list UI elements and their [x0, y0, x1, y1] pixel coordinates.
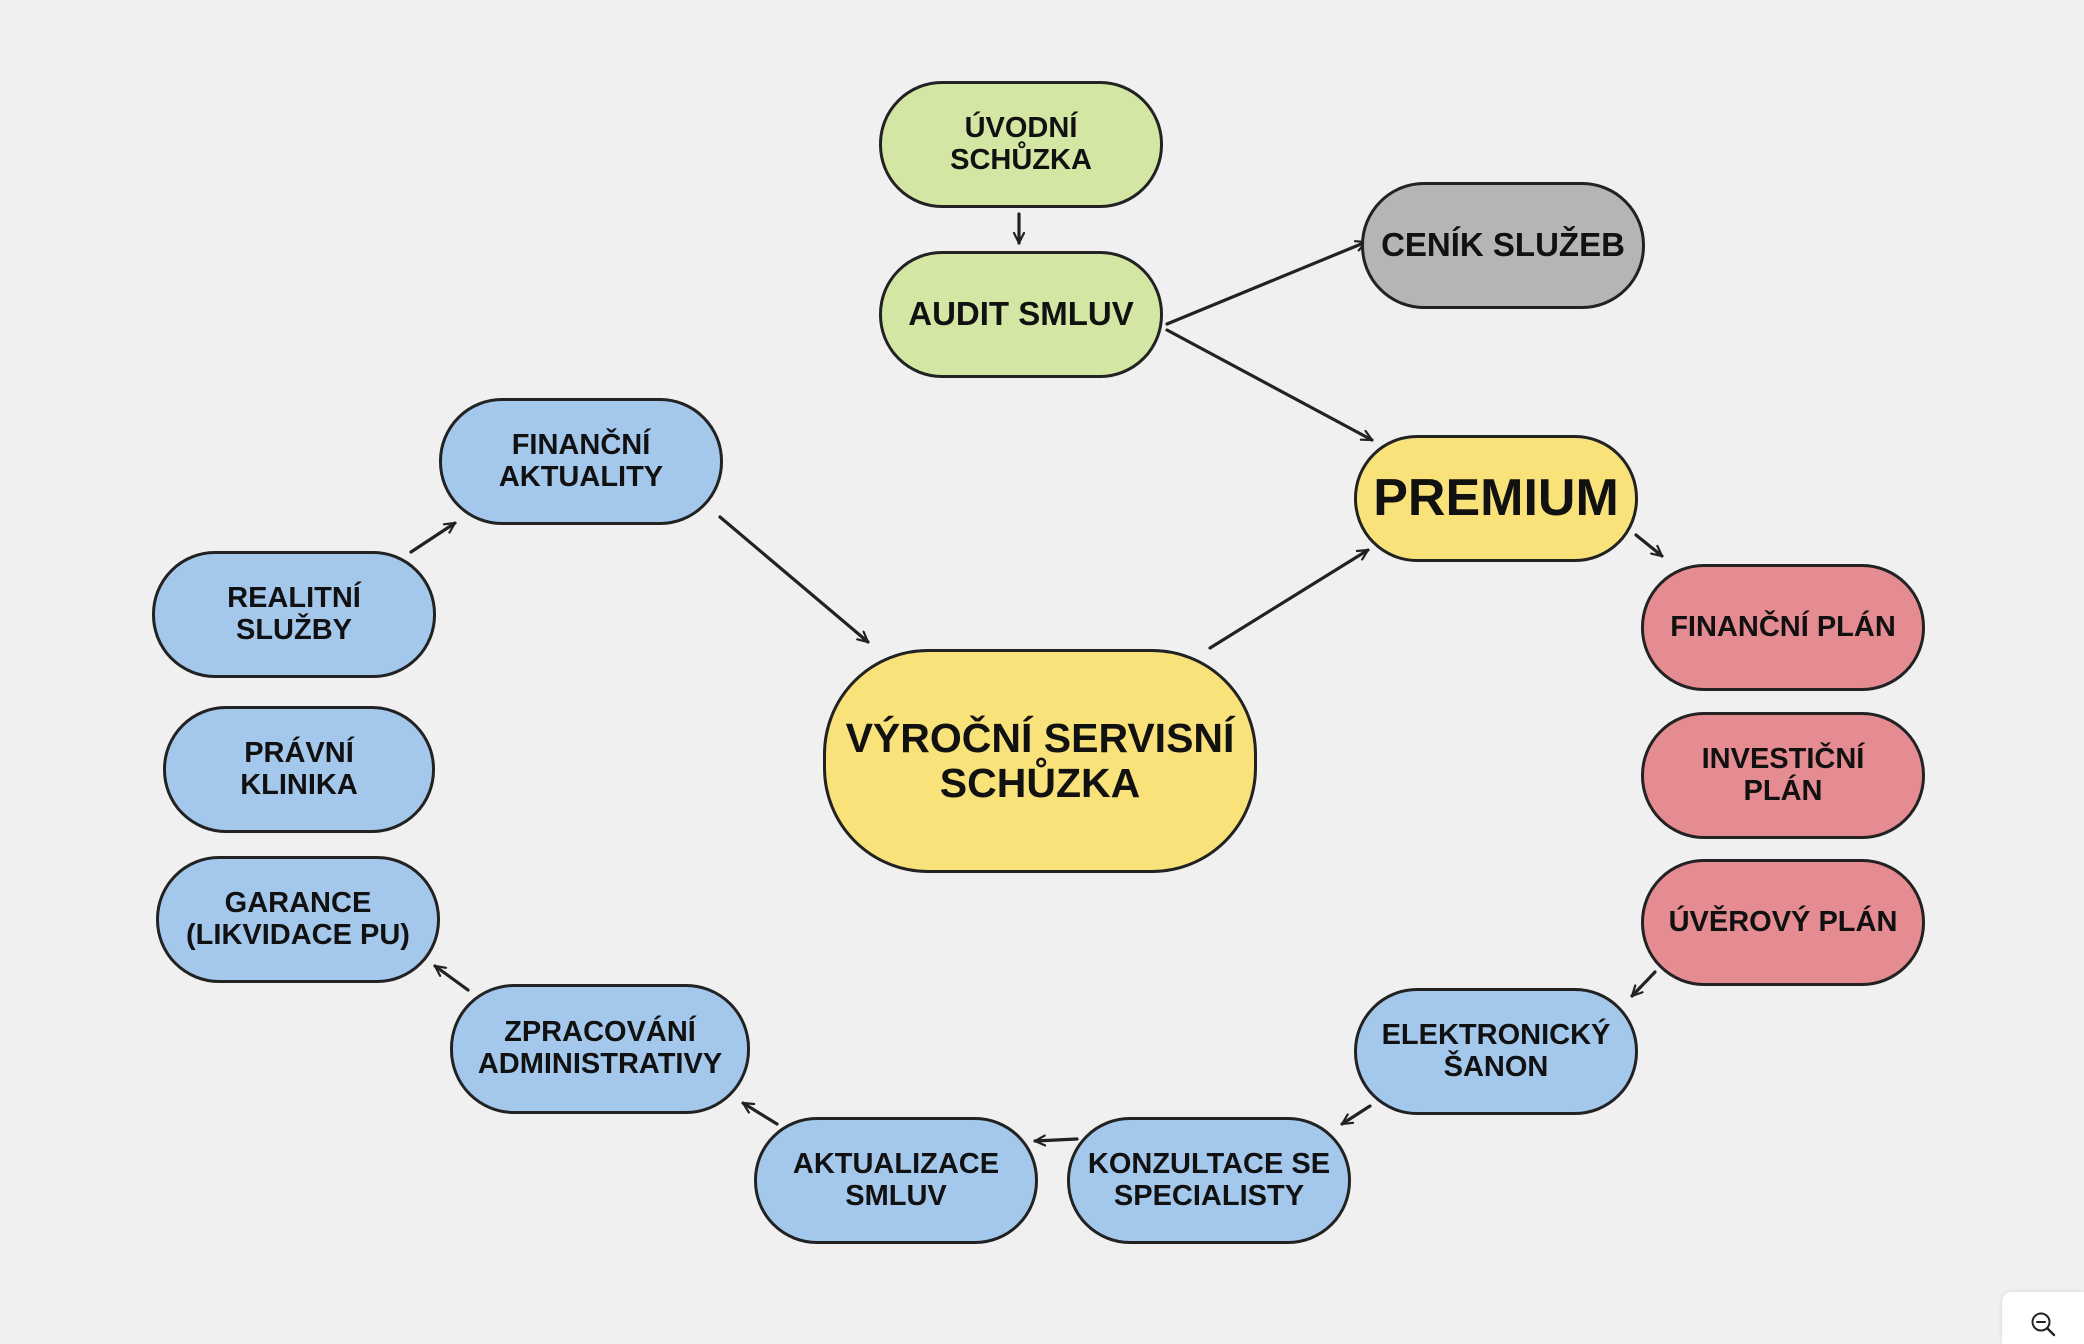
arrow-aktualizace-to-zpracovani	[741, 1101, 779, 1126]
arrow-elektronicky-to-konzultace	[1340, 1104, 1372, 1126]
zoom-out-icon	[2031, 1312, 2056, 1337]
node-investicni-plan[interactable]: INVESTIČNÍ PLÁN	[1641, 712, 1925, 839]
node-uverovy-plan[interactable]: ÚVĚROVÝ PLÁN	[1641, 859, 1925, 986]
arrow-konzultace-to-aktualizace	[1033, 1139, 1079, 1141]
arrow-premium-to-financni_plan	[1634, 533, 1664, 558]
node-zpracovani-administrativy[interactable]: ZPRACOVÁNÍ ADMINISTRATIVY	[450, 984, 750, 1114]
node-cenik-sluzeb[interactable]: CENÍK SLUŽEB	[1361, 182, 1645, 309]
node-audit-smluv[interactable]: AUDIT SMLUV	[879, 251, 1163, 378]
arrow-fin_aktuality-to-vyrocni	[718, 515, 870, 644]
arrow-uverovy-to-elektronicky	[1630, 970, 1657, 998]
arrow-realitni-to-fin_aktuality	[409, 521, 457, 554]
node-konzultace-se-specialisty[interactable]: KONZULTACE SE SPECIALISTY	[1067, 1117, 1351, 1244]
node-premium[interactable]: PREMIUM	[1354, 435, 1638, 562]
arrow-vyrocni-to-premium	[1208, 548, 1370, 650]
node-uvodni-schuzka[interactable]: ÚVODNÍ SCHŮZKA	[879, 81, 1163, 208]
node-aktualizace-smluv[interactable]: AKTUALIZACE SMLUV	[754, 1117, 1038, 1244]
node-elektronicky-sanon[interactable]: ELEKTRONICKÝ ŠANON	[1354, 988, 1638, 1115]
node-vyrocni-servisni-schuzka[interactable]: VÝROČNÍ SERVISNÍ SCHŮZKA	[823, 649, 1257, 873]
node-financni-aktuality[interactable]: FINANČNÍ AKTUALITY	[439, 398, 723, 525]
node-pravni-klinika[interactable]: PRÁVNÍ KLINIKA	[163, 706, 435, 833]
node-realitni-sluzby[interactable]: REALITNÍ SLUŽBY	[152, 551, 436, 678]
node-financni-plan[interactable]: FINANČNÍ PLÁN	[1641, 564, 1925, 691]
zoom-out-button[interactable]	[2002, 1292, 2084, 1344]
arrow-audit-to-cenik	[1165, 242, 1368, 326]
arrow-audit-to-premium	[1165, 328, 1374, 442]
arrow-zpracovani-to-garance	[433, 964, 470, 992]
node-garance[interactable]: GARANCE (LIKVIDACE PU)	[156, 856, 440, 983]
